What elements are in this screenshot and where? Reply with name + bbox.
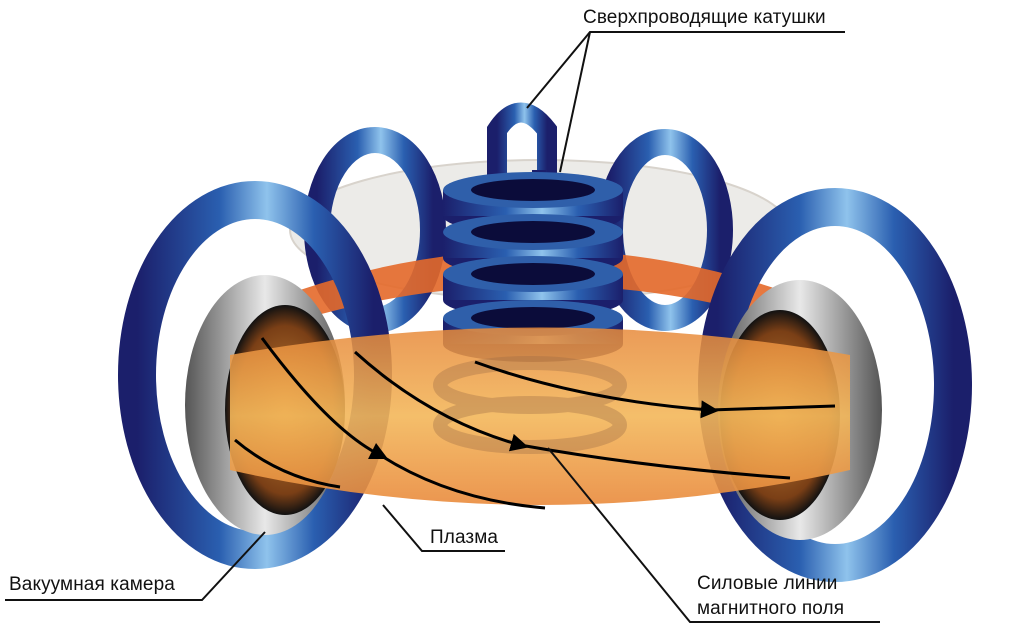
leader-lines — [5, 31, 880, 623]
plasma-torus — [230, 327, 850, 505]
field-line-4 — [234, 438, 341, 489]
field-line-3 — [474, 360, 719, 419]
label-field-lines-2: магнитного поля — [697, 598, 845, 619]
leader-coils — [526, 31, 845, 109]
leader-field — [547, 447, 880, 623]
toroidal-coil-back-center — [487, 102, 557, 200]
leader-vacuum — [5, 531, 266, 601]
solenoid-ring — [443, 172, 623, 234]
label-vacuum-chamber: Вакуумная камера — [9, 574, 175, 595]
field-line-1b — [379, 453, 546, 510]
label-superconducting-coils: Сверхпроводящие катушки — [583, 7, 826, 28]
label-field-lines-1: Силовые линии — [697, 573, 838, 594]
label-plasma: Плазма — [430, 527, 499, 548]
field-line-3b — [709, 404, 836, 412]
leader-coils-2 — [559, 31, 591, 173]
magnetic-field-lines — [234, 337, 836, 510]
leader-plasma — [382, 504, 505, 552]
field-line-1 — [260, 337, 389, 460]
field-line-2 — [353, 350, 529, 452]
field-line-2b — [519, 443, 791, 480]
